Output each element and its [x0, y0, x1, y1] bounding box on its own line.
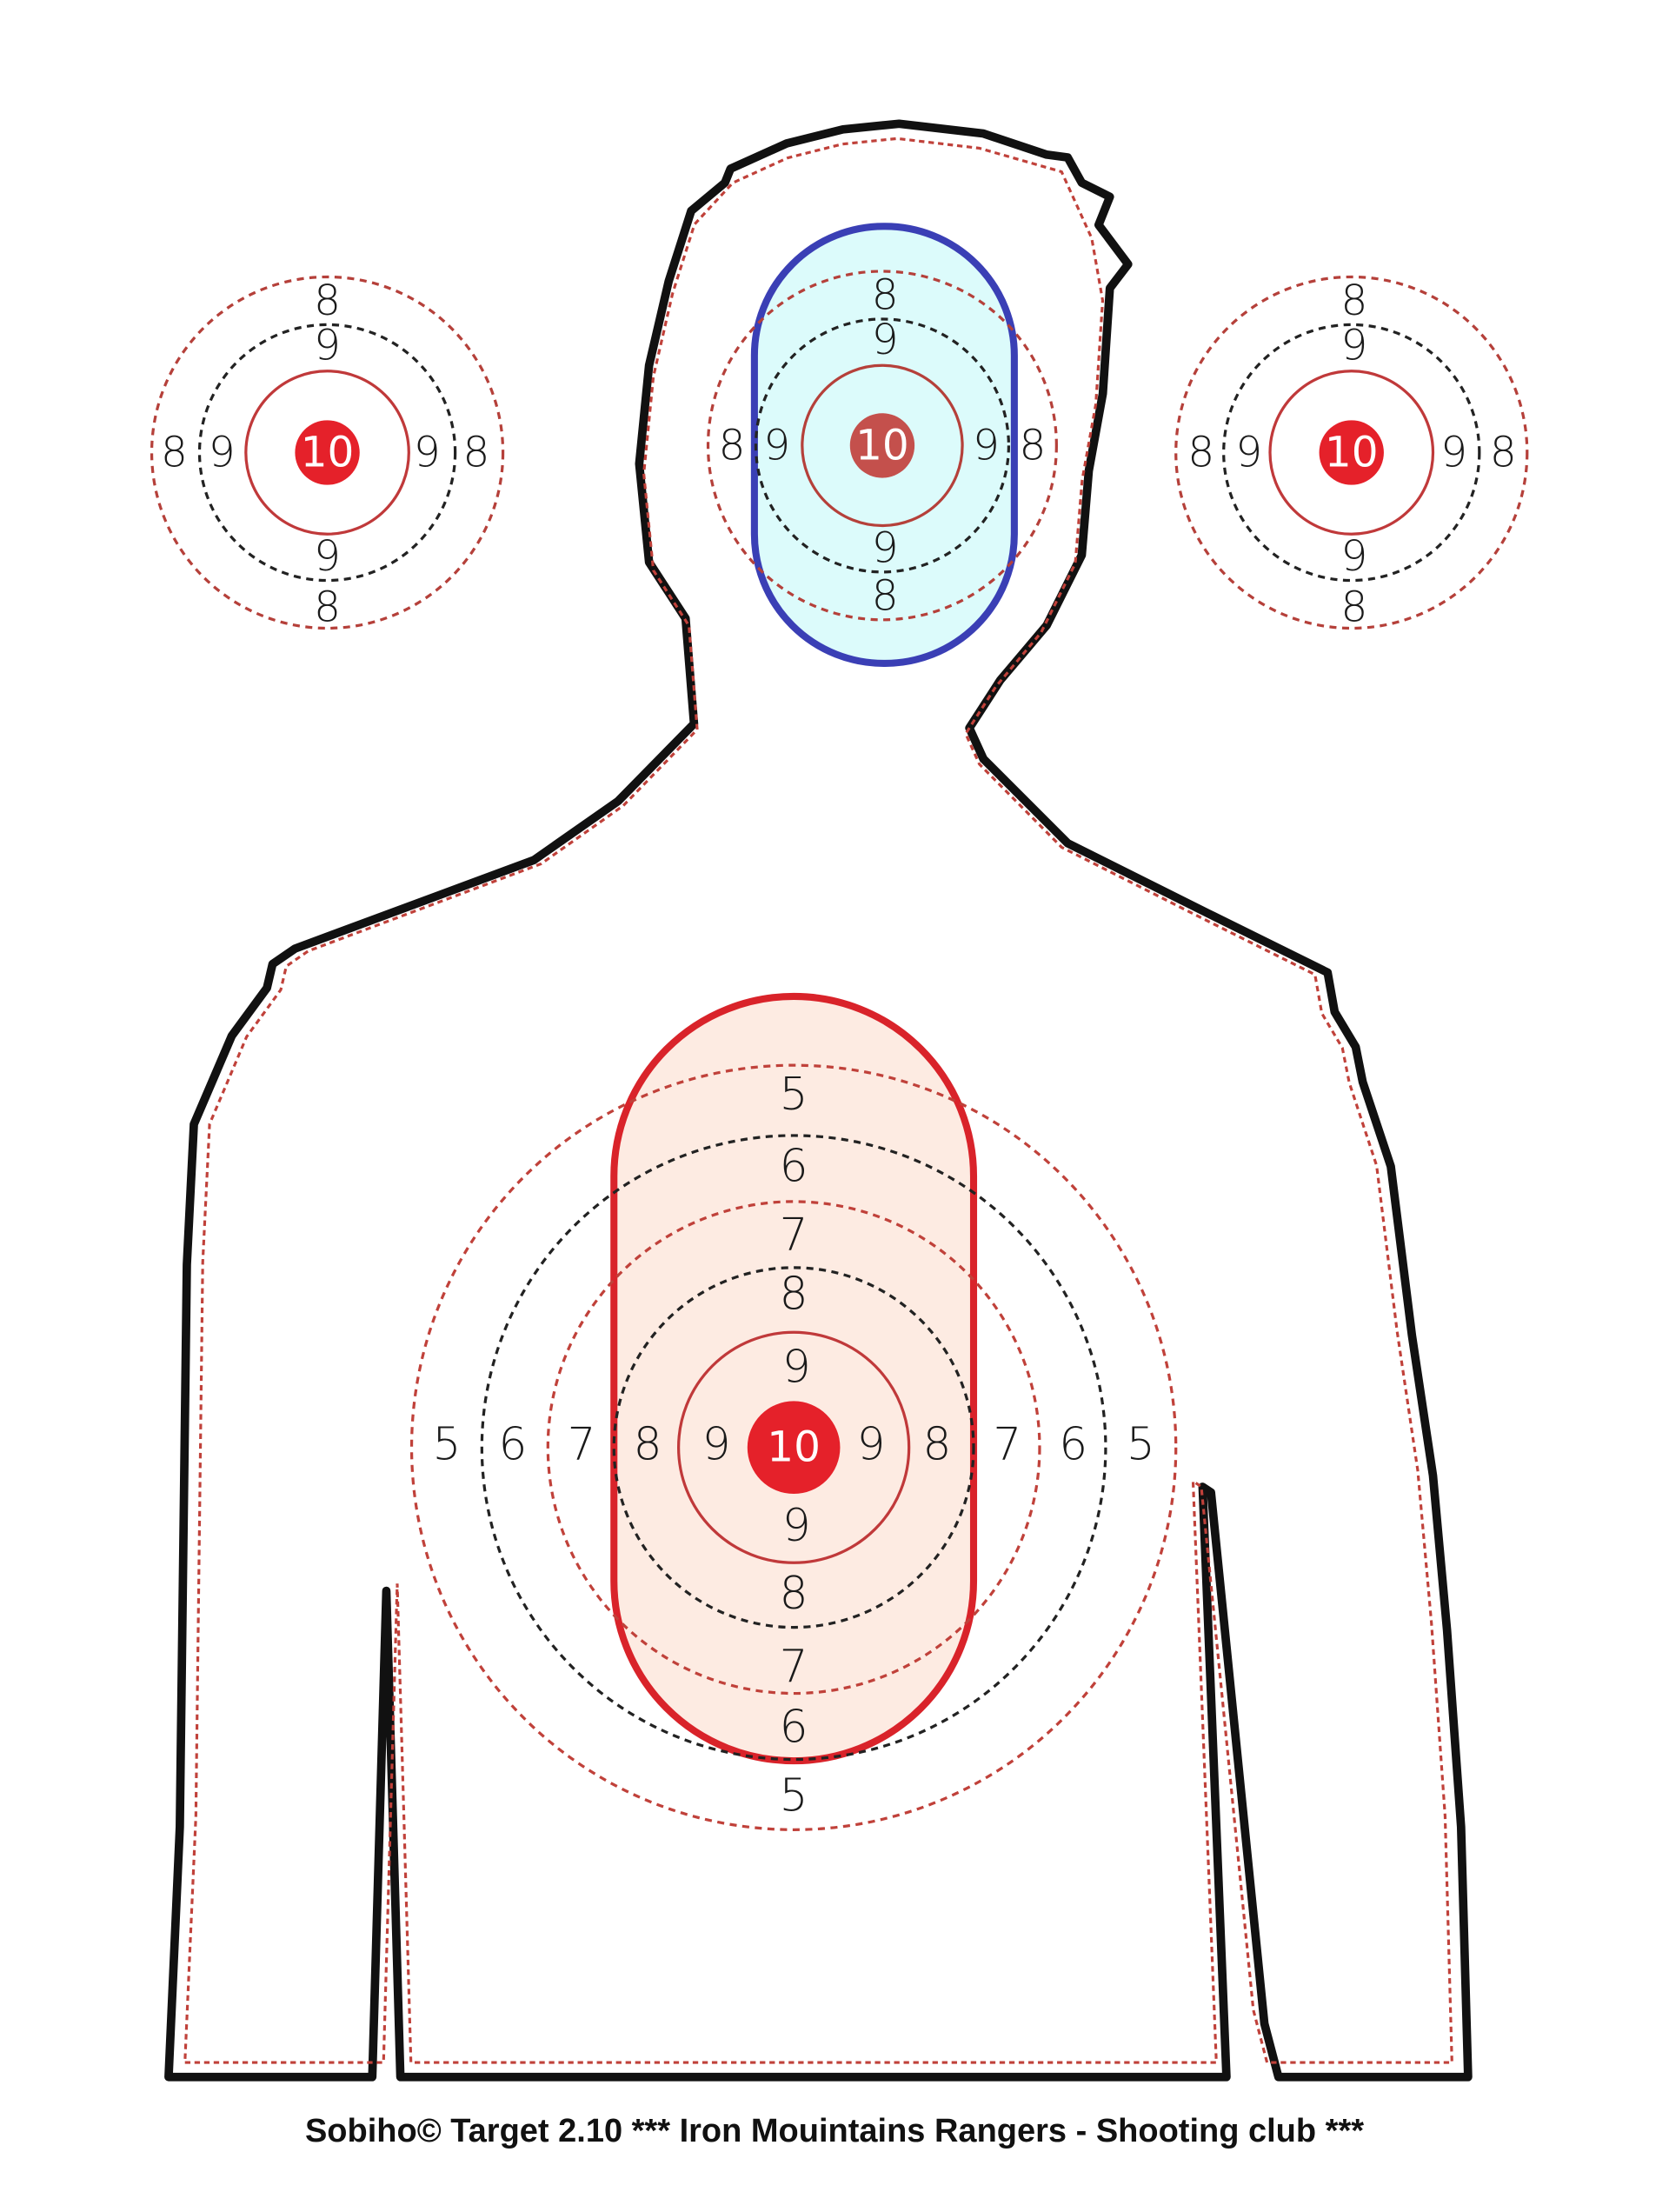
bull-label: 10 [767, 1423, 821, 1472]
body-target: 10 5 6 7 8 9 9 8 7 6 5 5 6 7 8 9 9 8 7 6… [409, 1063, 1178, 1831]
ring-5 [409, 1063, 1178, 1831]
ring-label: 6 [780, 1140, 808, 1192]
silhouette-dashed-border [183, 137, 1453, 2064]
ring-label: 7 [993, 1418, 1021, 1470]
bull-label: 10 [301, 428, 355, 476]
ring-label: 9 [314, 532, 341, 581]
right-target: 10 8 9 9 8 8 9 9 8 [1174, 275, 1529, 631]
bull-label: 10 [855, 421, 909, 470]
ring-label: 9 [1341, 322, 1368, 370]
ring-label: 8 [1341, 583, 1368, 631]
ring-label: 7 [780, 1209, 808, 1262]
ring-label: 9 [973, 421, 1000, 470]
ring-label: 7 [568, 1418, 596, 1470]
bullseye [1319, 420, 1384, 485]
ring-label: 9 [872, 316, 899, 364]
ring-label: 8 [872, 571, 899, 620]
footer-caption: Sobiho© Target 2.10 *** Iron Mouintains … [304, 2113, 1365, 2149]
ring-9 [197, 323, 457, 583]
ring-label: 8 [780, 1568, 808, 1620]
ring-label: 5 [780, 1770, 808, 1822]
torso-zone [610, 992, 978, 1765]
ring-label: 6 [498, 1418, 527, 1470]
bullseye [849, 413, 915, 478]
ring-label: 5 [1127, 1418, 1155, 1470]
head-target: 10 8 9 9 8 8 9 9 8 [706, 270, 1058, 622]
ring-label: 9 [414, 428, 441, 476]
ring-label: 6 [1059, 1418, 1087, 1470]
ring-label: 9 [763, 421, 790, 470]
ring-6 [480, 1134, 1107, 1762]
ring-9 [754, 317, 1011, 574]
ring-label: 5 [432, 1418, 461, 1470]
ring-label: 8 [1019, 421, 1046, 470]
ring-label: 9 [314, 322, 341, 370]
bull-label: 10 [1325, 428, 1379, 476]
ring-label: 9 [872, 523, 899, 572]
ring-10 [801, 363, 964, 528]
ring-label: 8 [1187, 428, 1214, 476]
left-target: 10 8 9 9 8 8 9 9 8 [150, 275, 505, 631]
ring-label: 9 [782, 1500, 811, 1552]
ring-8 [1174, 275, 1529, 630]
bullseye [295, 420, 360, 485]
ring-label: 9 [782, 1342, 811, 1394]
ring-label: 8 [462, 428, 489, 476]
ring-label: 9 [1341, 532, 1368, 581]
ring-9 [1222, 323, 1481, 583]
ring-label: 6 [780, 1701, 808, 1753]
ring-7 [546, 1200, 1041, 1696]
ring-label: 8 [780, 1269, 808, 1321]
ring-9 [676, 1330, 911, 1564]
ring-label: 9 [209, 428, 236, 476]
ring-10 [1268, 370, 1435, 536]
ring-label: 8 [872, 270, 899, 319]
bullseye [747, 1401, 841, 1495]
ring-label: 9 [857, 1418, 886, 1470]
ring-label: 8 [161, 428, 188, 476]
ring-8 [706, 270, 1058, 622]
ring-label: 9 [702, 1418, 731, 1470]
ring-label: 8 [923, 1418, 952, 1470]
ring-label: 7 [780, 1641, 808, 1693]
ring-10 [244, 370, 410, 536]
ring-8 [150, 275, 505, 630]
ring-label: 8 [719, 421, 746, 470]
ring-label: 8 [634, 1418, 662, 1470]
ring-8 [612, 1266, 975, 1629]
ring-label: 8 [314, 276, 341, 325]
ring-label: 8 [314, 583, 341, 631]
ring-label: 9 [1440, 428, 1467, 476]
ring-label: 8 [1490, 428, 1517, 476]
ring-label: 5 [780, 1069, 808, 1121]
ring-label: 9 [1235, 428, 1262, 476]
ring-label: 8 [1341, 276, 1368, 325]
